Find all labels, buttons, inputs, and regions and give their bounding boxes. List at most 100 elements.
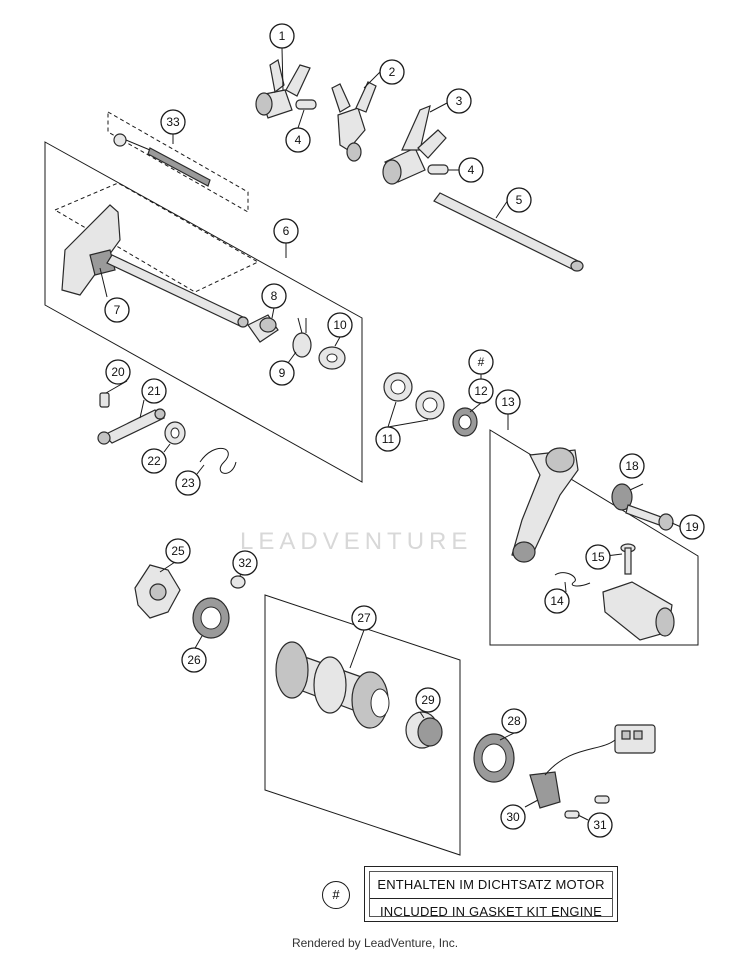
- callout-13: 13: [495, 389, 521, 415]
- callout-20: 20: [105, 359, 131, 385]
- callout-9-label: 9: [279, 366, 286, 380]
- callout-22: 22: [141, 448, 167, 474]
- callout-1: 1: [269, 23, 295, 49]
- legend-line-german: ENTHALTEN IM DICHTSATZ MOTOR: [370, 872, 612, 899]
- callout-7-label: 7: [114, 303, 121, 317]
- shift-lever: [511, 447, 579, 563]
- callout-12-gasket-mark-label: #: [478, 355, 485, 369]
- legend-line-english: INCLUDED IN GASKET KIT ENGINE: [379, 904, 603, 919]
- callout-3-label: 3: [456, 94, 463, 108]
- shift-drum-frame: [264, 594, 461, 856]
- callout-7: 7: [104, 297, 130, 323]
- callout-10: 10: [327, 312, 353, 338]
- callout-29-label: 29: [421, 693, 435, 707]
- callout-30-label: 30: [506, 810, 520, 824]
- legend-inner-frame: ENTHALTEN IM DICHTSATZ MOTOR INCLUDED IN…: [369, 871, 613, 919]
- callout-11: 11: [375, 426, 401, 452]
- shift-drum-bearing-left: [192, 597, 230, 639]
- callout-11-label: 11: [382, 432, 395, 446]
- sensor-screws: [564, 795, 610, 819]
- locking-lever: [97, 392, 166, 445]
- callout-30: 30: [500, 804, 526, 830]
- callout-15: 15: [585, 544, 611, 570]
- callout-5: 5: [506, 187, 532, 213]
- needle-bearings: [383, 372, 445, 420]
- shaft-washer: [318, 346, 346, 370]
- shift-drum-bearing-right: [405, 711, 443, 749]
- shaft-subassembly-frame: [53, 182, 260, 293]
- shift-shaft: [61, 204, 249, 328]
- callout-28: 28: [501, 708, 527, 734]
- guide-pin-upper: [295, 99, 317, 110]
- callout-25-label: 25: [171, 544, 185, 558]
- legend-box: ENTHALTEN IM DICHTSATZ MOTOR INCLUDED IN…: [364, 866, 618, 922]
- lever-spline-gear: [611, 483, 633, 511]
- callout-8-label: 8: [271, 289, 278, 303]
- callout-2: 2: [379, 59, 405, 85]
- callout-26-label: 26: [187, 653, 201, 667]
- callout-23: 23: [175, 470, 201, 496]
- shift-fork-2: [331, 81, 377, 162]
- callout-14: 14: [544, 588, 570, 614]
- callout-19-label: 19: [685, 520, 699, 534]
- callout-27: 27: [351, 605, 377, 631]
- locking-lever-spring: [199, 447, 237, 474]
- callout-12-gasket-mark: #: [468, 349, 494, 375]
- callout-18-label: 18: [625, 459, 639, 473]
- callout-15-label: 15: [591, 550, 605, 564]
- callout-23-label: 23: [181, 476, 195, 490]
- shift-lever-tip: [602, 581, 675, 641]
- callout-4-lower-label: 4: [468, 163, 475, 177]
- callout-12: 12: [468, 378, 494, 404]
- callout-22-label: 22: [147, 454, 161, 468]
- callout-4-lower: 4: [458, 157, 484, 183]
- gear-sensor-seal: [473, 733, 515, 783]
- callout-2-label: 2: [389, 65, 396, 79]
- callout-33-label: 33: [166, 115, 180, 129]
- callout-31-label: 31: [593, 818, 607, 832]
- star-screw: [230, 575, 246, 589]
- locking-lever-roller: [164, 421, 186, 445]
- callout-21-label: 21: [147, 384, 161, 398]
- callout-29: 29: [415, 687, 441, 713]
- callout-13-label: 13: [501, 395, 515, 409]
- return-spring-bolt: [113, 133, 211, 187]
- legend-symbol: #: [322, 881, 350, 909]
- lever-bolt: [625, 504, 674, 531]
- callout-5-label: 5: [516, 193, 523, 207]
- shift-shaft-bushing: [247, 314, 279, 343]
- callout-32: 32: [232, 550, 258, 576]
- callout-1-label: 1: [279, 29, 286, 43]
- callout-3: 3: [446, 88, 472, 114]
- callout-31: 31: [587, 812, 613, 838]
- callout-28-label: 28: [507, 714, 521, 728]
- callout-10-label: 10: [333, 318, 347, 332]
- gear-position-sensor: [529, 724, 656, 809]
- callout-33: 33: [160, 109, 186, 135]
- shift-spring: [292, 317, 312, 358]
- footer-credit: Rendered by LeadVenture, Inc.: [291, 936, 459, 950]
- guide-pin-lower: [427, 164, 449, 175]
- shift-fork-3: [382, 105, 447, 185]
- callout-4-upper: 4: [285, 127, 311, 153]
- callout-20-label: 20: [111, 365, 125, 379]
- spring-subassembly-frame: [107, 111, 249, 213]
- callout-25: 25: [165, 538, 191, 564]
- callout-21: 21: [141, 378, 167, 404]
- watermark: LEADVENTURE: [240, 528, 473, 555]
- callout-12-label: 12: [474, 384, 488, 398]
- shift-drum-star: [134, 564, 181, 619]
- callout-26: 26: [181, 647, 207, 673]
- callout-8: 8: [261, 283, 287, 309]
- callout-18: 18: [619, 453, 645, 479]
- shaft-seal-ring: [452, 407, 478, 437]
- callout-27-label: 27: [357, 611, 371, 625]
- footrest-pin: [620, 543, 636, 575]
- shift-fork-1: [255, 59, 311, 119]
- lever-clip: [554, 572, 591, 587]
- callout-14-label: 14: [550, 594, 564, 608]
- callout-6-label: 6: [283, 224, 290, 238]
- callout-32-label: 32: [238, 556, 252, 570]
- callout-4-upper-label: 4: [295, 133, 302, 147]
